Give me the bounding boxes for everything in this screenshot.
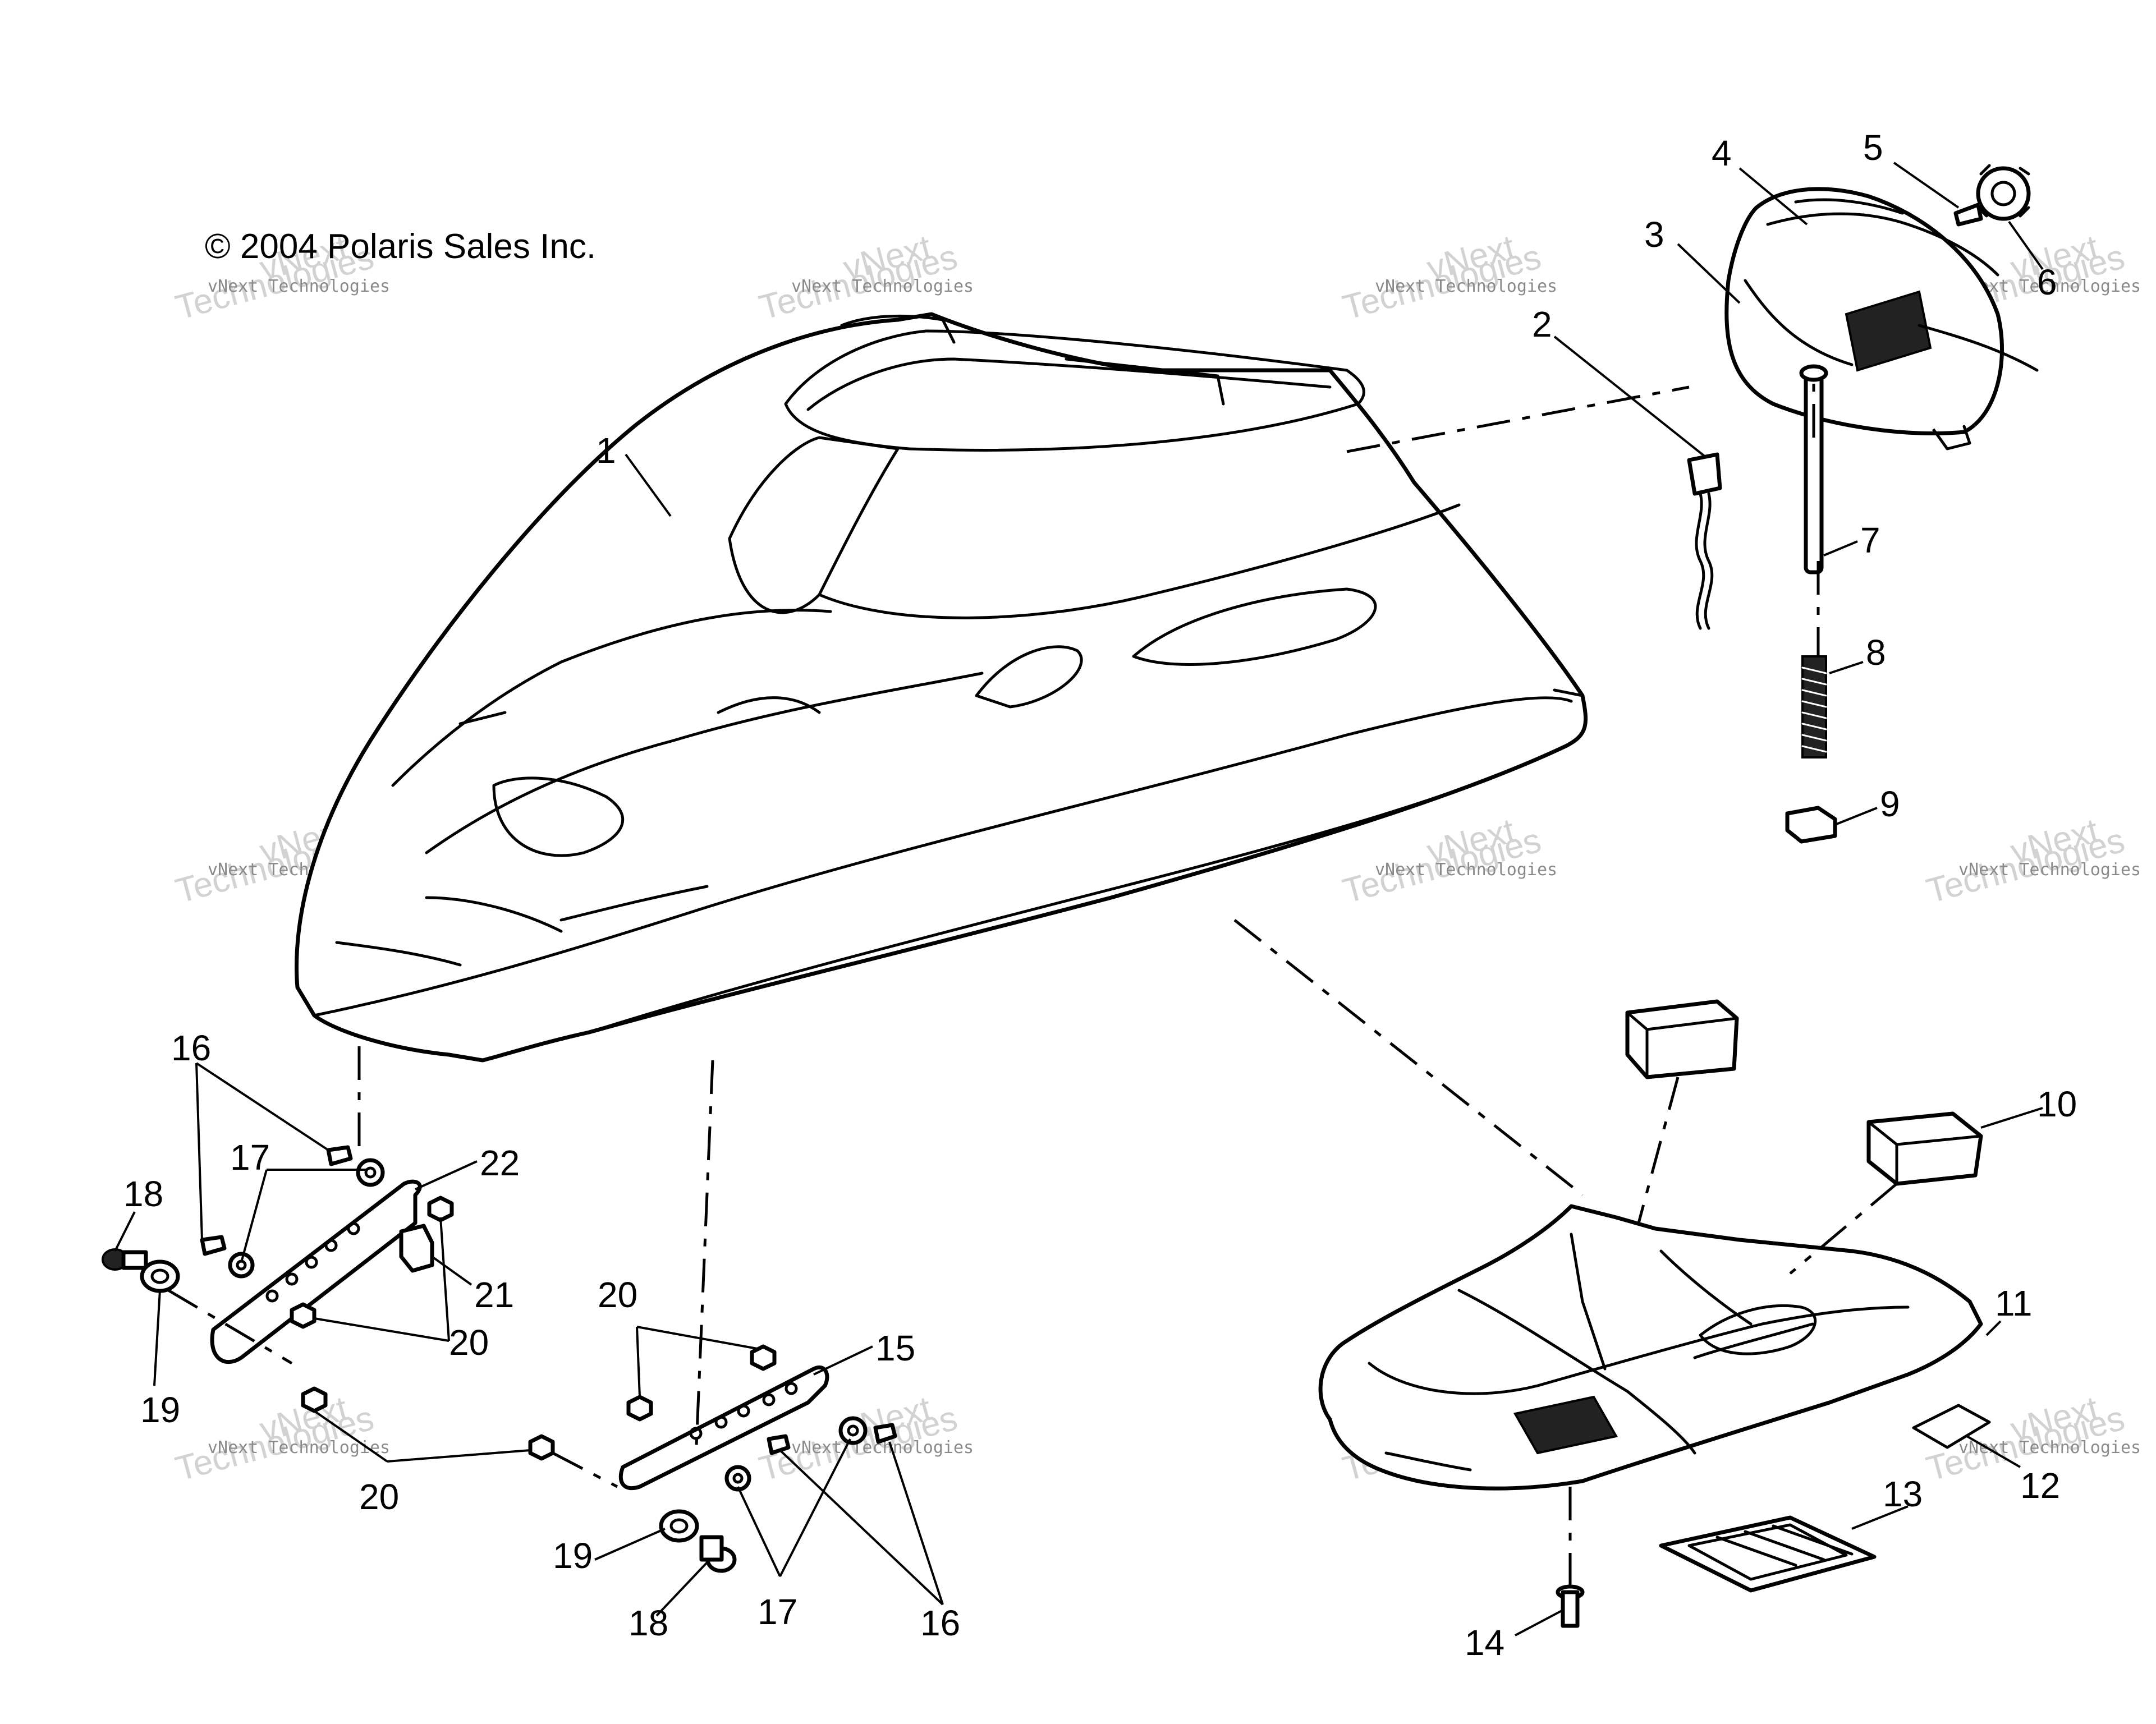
callout-labels: 1 2 3 4 5 6 7 8 9 10 11 12 13 14 15 16 1… [123,127,2077,1663]
part-3-lens [1724,187,2039,450]
watermark: Technologies vNext vNext Technologies [172,1389,390,1489]
part-19-bushing [659,1509,699,1543]
part-10-pad [1625,999,1739,1079]
part-10-pad [1866,1111,1983,1186]
watermark: Technologies vNext vNext Technologies [1923,811,2141,911]
part-18-knob [102,1248,148,1271]
part-20-nut [301,1386,328,1413]
callout-15: 15 [875,1328,915,1368]
part-17-washer [228,1252,255,1279]
callout-22: 22 [480,1143,520,1183]
watermark-small-text: vNext Technologies [1375,860,1557,880]
part-16-bolt [767,1434,791,1455]
callout-9: 9 [1880,784,1900,824]
part-13-vent-plate [1659,1515,1877,1593]
part-22-bracket [210,1179,422,1364]
callout-4: 4 [1712,133,1732,173]
part-17-washer [356,1158,385,1187]
callout-13: 13 [1883,1474,1923,1514]
callout-10: 10 [2037,1084,2077,1124]
callout-18-repeat: 18 [629,1603,668,1643]
part-2-fastener [1687,452,1722,630]
callout-14: 14 [1465,1622,1504,1663]
copyright-text: © 2004 Polaris Sales Inc. [205,227,596,266]
callout-12: 12 [2020,1465,2060,1506]
callout-20: 20 [449,1322,489,1363]
callout-20-repeat: 20 [359,1477,399,1517]
part-14-screw [1556,1584,1585,1628]
callout-6: 6 [2037,262,2057,302]
callout-1: 1 [596,430,616,471]
part-20-nut [290,1302,316,1329]
part-21-clip [399,1224,434,1273]
callout-8: 8 [1866,632,1886,673]
callout-16-repeat: 16 [920,1603,960,1643]
watermark-small-text: vNext Technologies [1958,860,2141,880]
part-16-bolt [200,1235,227,1256]
callout-5: 5 [1863,127,1883,168]
callout-18: 18 [123,1174,163,1214]
part-16-bolt [873,1423,897,1444]
part-12-decal [1912,1404,1991,1449]
part-6-screw [1953,203,1983,227]
callout-20-repeat: 20 [598,1275,637,1315]
callout-21: 21 [474,1275,514,1315]
leader-lines [114,162,2044,1636]
callout-3: 3 [1644,214,1664,255]
callout-2: 2 [1532,304,1552,344]
part-5-adjuster-knob [1976,164,2031,221]
watermark-small-text: vNext Technologies [1375,277,1557,296]
part-8-spring [1801,655,1827,758]
callout-7: 7 [1860,520,1880,560]
watermark-small-text: vNext Technologies [791,277,974,296]
callout-11: 11 [1995,1283,2032,1323]
callout-19: 19 [140,1390,180,1430]
part-19-bushing [140,1259,180,1293]
callout-16: 16 [171,1028,211,1068]
callout-17: 17 [230,1137,270,1178]
hood-part [295,312,1588,1063]
part-20-nut [750,1344,777,1371]
watermark-small-text: vNext Technologies [208,277,390,296]
watermark: Technologies vNext vNext Technologies [1339,811,1557,911]
part-11-belly-pan [1318,1204,1983,1491]
part-20-nut [528,1434,555,1461]
part-20-nut [626,1395,653,1422]
part-16-bolt [326,1145,353,1166]
callout-17-repeat: 17 [758,1592,797,1632]
part-18-knob [699,1535,737,1573]
part-20-nut [427,1196,454,1222]
part-9-knob [1785,806,1837,844]
part-4-trim [1766,198,1999,277]
watermark: Technologies vNext vNext Technologies [1339,228,1557,328]
callout-19-repeat: 19 [553,1535,593,1576]
watermark: Technologies vNext vNext Technologies [755,228,974,328]
part-17-washer [838,1416,868,1445]
part-17-washer [724,1465,751,1492]
part-7-pin [1799,364,1828,574]
watermark-small-text: vNext Technologies [208,1438,390,1458]
